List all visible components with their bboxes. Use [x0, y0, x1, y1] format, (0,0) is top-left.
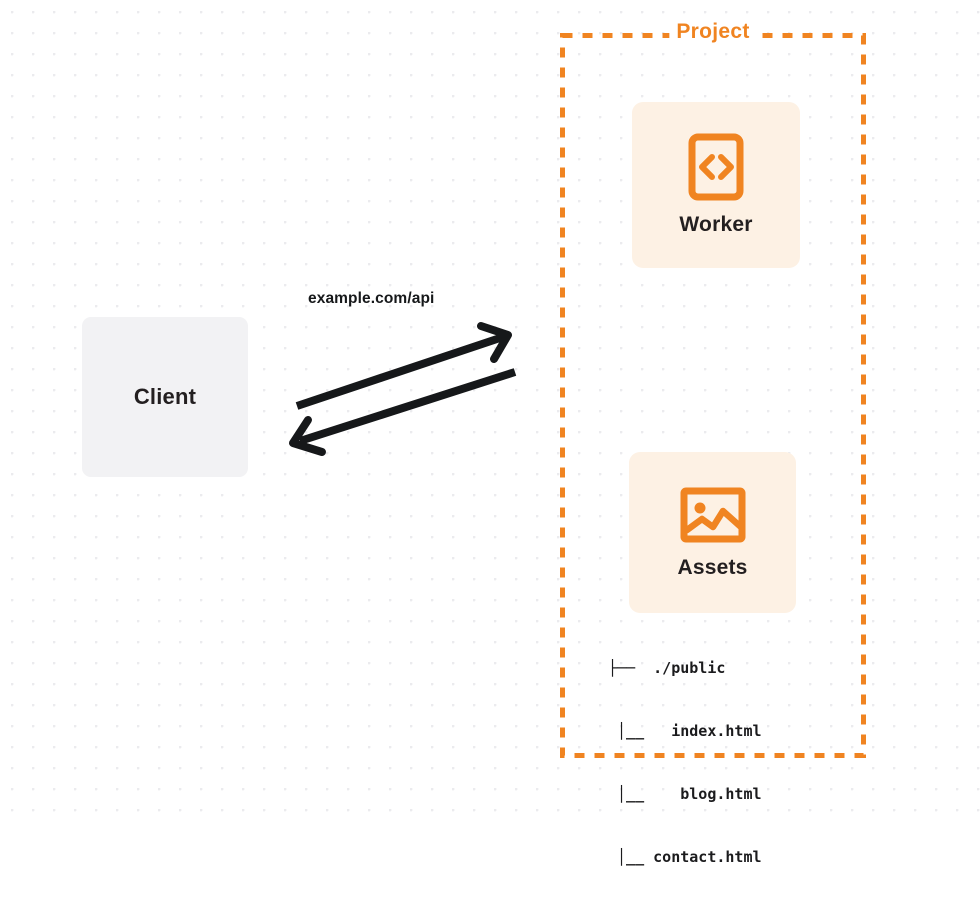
image-photo-icon	[680, 487, 745, 542]
code-brackets-icon	[688, 133, 744, 201]
worker-service-card[interactable]: Worker	[632, 102, 800, 268]
arrow-left-down-icon	[289, 368, 517, 456]
client-node: Client	[82, 317, 248, 477]
file-tree-line: ├── ./public	[608, 659, 726, 677]
file-tree-line: │__ blog.html	[608, 785, 762, 803]
file-tree-line: │__ index.html	[608, 722, 762, 740]
arrow-right-up-icon	[295, 322, 512, 410]
project-title: Project	[669, 20, 757, 44]
assets-file-tree: ├── ./public │__ index.html │__ blog.htm…	[608, 616, 762, 910]
worker-label: Worker	[679, 213, 753, 236]
file-tree-line: │__ contact.html	[608, 848, 762, 866]
assets-service-card[interactable]: Assets	[629, 452, 796, 613]
client-label: Client	[133, 384, 197, 409]
project-dashed-border	[560, 33, 866, 758]
request-url-label: example.com/api	[308, 290, 435, 307]
project-container: Project Worker Assets ├── ./public │__ i…	[560, 20, 866, 866]
diagram-canvas: Client example.com/api Project	[0, 0, 980, 866]
assets-label: Assets	[677, 555, 748, 579]
